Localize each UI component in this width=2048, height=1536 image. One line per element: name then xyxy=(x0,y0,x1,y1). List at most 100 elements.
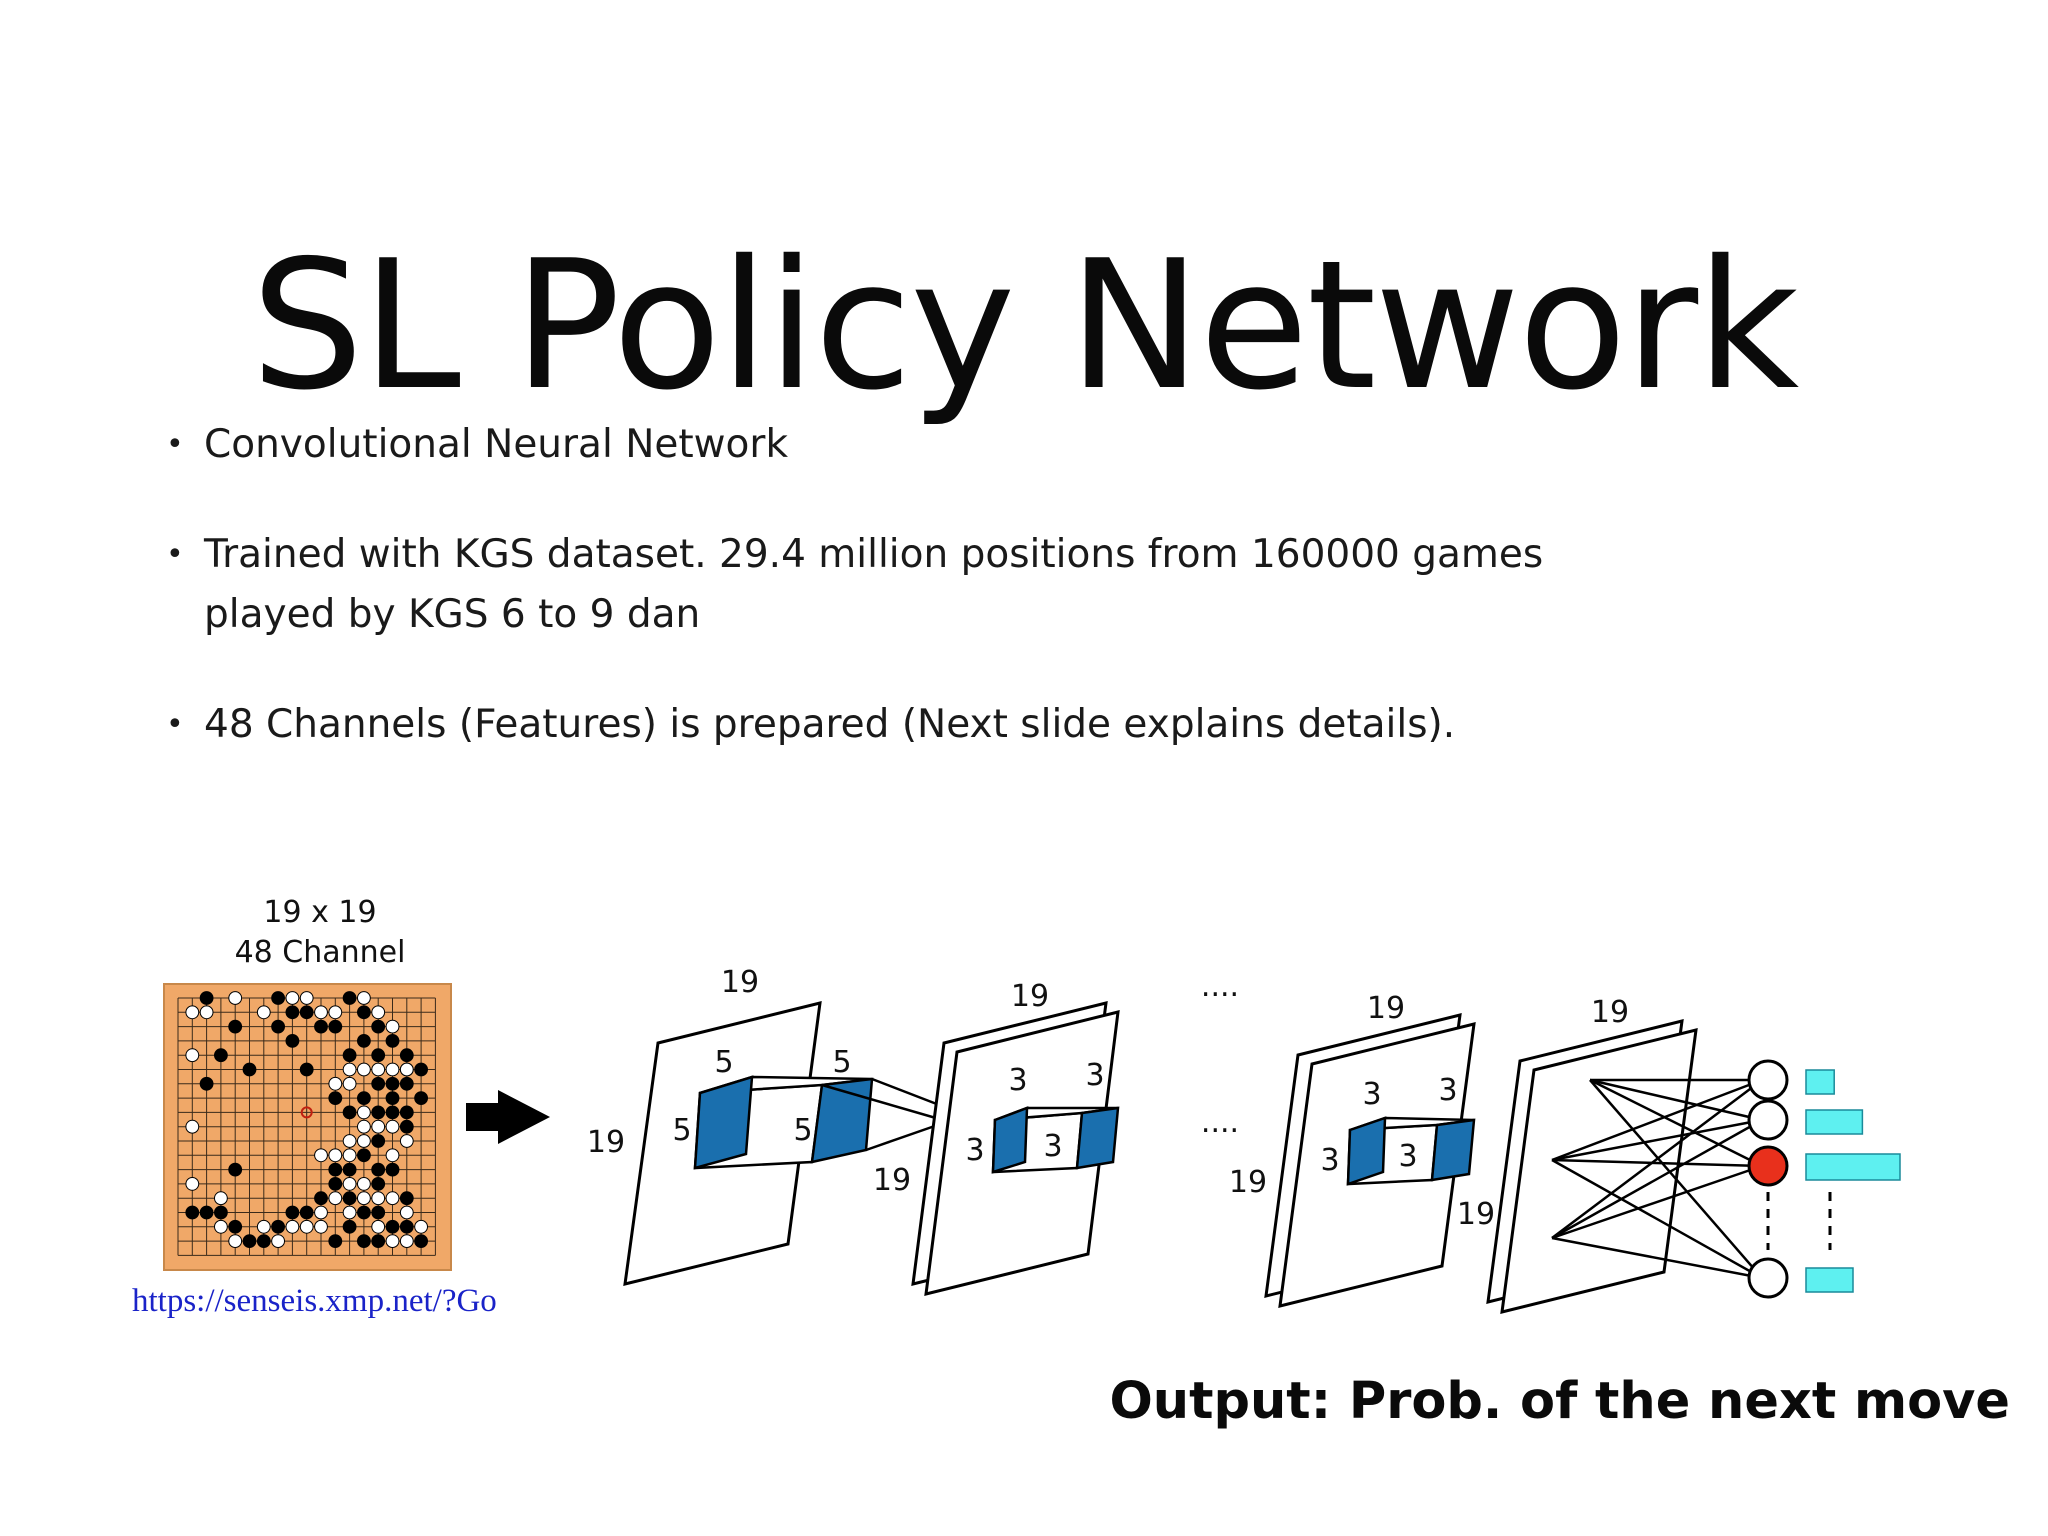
black-stone xyxy=(314,1019,328,1034)
black-stone xyxy=(371,1134,386,1148)
white-stone xyxy=(385,1019,400,1034)
black-stone xyxy=(299,1062,314,1077)
white-stone xyxy=(399,1205,414,1220)
black-stone xyxy=(371,1076,386,1091)
black-stone xyxy=(328,1162,343,1177)
black-stone xyxy=(242,1234,257,1248)
bullet-text: Convolutional Neural Network xyxy=(204,422,789,467)
bullet-text: 48 Channels (Features) is prepared (Next… xyxy=(204,702,1456,747)
probability-bars xyxy=(1805,1069,1901,1293)
black-stone xyxy=(342,1105,357,1120)
kernel3-label-right: 3 xyxy=(1438,1073,1457,1108)
white-stone xyxy=(214,1191,228,1206)
conv-layer-2: 19 19 3 3 3 3 xyxy=(873,979,1120,1296)
layer1-height-label: 19 xyxy=(587,1125,625,1160)
black-stone xyxy=(385,1105,400,1120)
white-stone xyxy=(371,1219,386,1234)
black-stone xyxy=(328,1177,343,1191)
white-stone xyxy=(285,1219,300,1234)
bullet-dot: • xyxy=(166,707,184,742)
conv-layer-3: 19 19 19 3 3 3 3 xyxy=(1229,991,1495,1308)
white-stone xyxy=(328,1148,343,1163)
white-stone xyxy=(314,1205,328,1220)
white-stone xyxy=(385,1148,400,1163)
kernel1-label-top: 5 xyxy=(714,1045,733,1080)
black-stone xyxy=(399,1048,414,1063)
white-stone xyxy=(228,991,243,1005)
ellipsis-middle: .... xyxy=(1201,1105,1239,1140)
kernel1-label-left: 5 xyxy=(672,1113,691,1148)
source-link[interactable]: https://senseis.xmp.net/?Go xyxy=(132,1283,497,1319)
black-stone xyxy=(271,1219,286,1234)
black-stone xyxy=(357,1005,371,1020)
kernel3-label-left: 3 xyxy=(1320,1143,1339,1178)
bullet-item: • 48 Channels (Features) is prepared (Ne… xyxy=(166,695,1946,755)
black-stone xyxy=(371,1162,386,1177)
white-stone xyxy=(371,1005,386,1020)
layer2-width-label: 19 xyxy=(1011,979,1049,1014)
kernel-cube xyxy=(1346,1116,1476,1186)
kernel1-label-right: 5 xyxy=(832,1045,851,1080)
black-stone xyxy=(342,1191,357,1206)
network-diagram: 19 x 19 48 Channel 19 19 5 5 5 5 xyxy=(163,895,1901,1314)
kernel-cube xyxy=(693,1075,874,1170)
white-stone xyxy=(371,1191,386,1206)
white-stone xyxy=(214,1219,228,1234)
black-stone xyxy=(299,1205,314,1220)
white-stone xyxy=(357,1134,371,1148)
bullet-dot: • xyxy=(166,537,184,572)
fully-connected-layer: 19 xyxy=(1486,995,1763,1314)
kernel1-label-inner: 5 xyxy=(793,1113,812,1148)
black-stone xyxy=(328,1234,343,1248)
black-stone xyxy=(399,1105,414,1120)
black-stone xyxy=(285,1034,300,1048)
connection-lines xyxy=(1551,1078,1763,1280)
white-stone xyxy=(185,1177,200,1191)
black-stone xyxy=(371,1019,386,1034)
black-stone xyxy=(199,991,214,1005)
probability-bar xyxy=(1805,1153,1901,1181)
black-stone xyxy=(414,1091,429,1105)
white-stone xyxy=(385,1234,400,1248)
black-stone xyxy=(342,1219,357,1234)
black-stone xyxy=(342,1162,357,1177)
black-stone xyxy=(271,991,286,1005)
white-stone xyxy=(185,1048,200,1063)
white-stone xyxy=(299,1219,314,1234)
black-stone xyxy=(256,1234,271,1248)
output-nodes xyxy=(1747,1059,1789,1299)
white-stone xyxy=(414,1219,429,1234)
bullet-text: Trained with KGS dataset. 29.4 million p… xyxy=(204,532,1544,637)
white-stone xyxy=(385,1191,400,1206)
black-stone xyxy=(385,1162,400,1177)
white-stone xyxy=(328,1076,343,1091)
white-stone xyxy=(342,1134,357,1148)
white-stone xyxy=(357,1062,371,1077)
kernel2-label-top: 3 xyxy=(1008,1063,1027,1098)
probability-bar xyxy=(1805,1109,1864,1135)
kernel2-label-left: 3 xyxy=(965,1133,984,1168)
white-stone xyxy=(357,991,371,1005)
black-stone xyxy=(385,1076,400,1091)
white-stone xyxy=(371,1119,386,1134)
white-stone xyxy=(357,1119,371,1134)
black-stone xyxy=(371,1177,386,1191)
slide-title: SL Policy Network xyxy=(250,222,1800,430)
black-stone xyxy=(357,1091,371,1105)
black-stone xyxy=(399,1191,414,1206)
layer3-width-label: 19 xyxy=(1367,991,1405,1026)
black-stone xyxy=(385,1091,400,1105)
board-caption-size: 19 x 19 xyxy=(263,895,376,930)
board-caption-channel: 48 Channel xyxy=(235,935,406,970)
white-stone xyxy=(185,1005,200,1020)
ellipsis-top: .... xyxy=(1201,969,1239,1004)
white-stone xyxy=(385,1062,400,1077)
output-node-selected xyxy=(1747,1145,1789,1187)
white-stone xyxy=(314,1148,328,1163)
black-stone xyxy=(285,1005,300,1020)
probability-bar xyxy=(1805,1069,1835,1095)
black-stone xyxy=(357,1234,371,1248)
white-stone xyxy=(256,1219,271,1234)
white-stone xyxy=(399,1234,414,1248)
output-caption: Output: Prob. of the next move xyxy=(1109,1372,2010,1431)
